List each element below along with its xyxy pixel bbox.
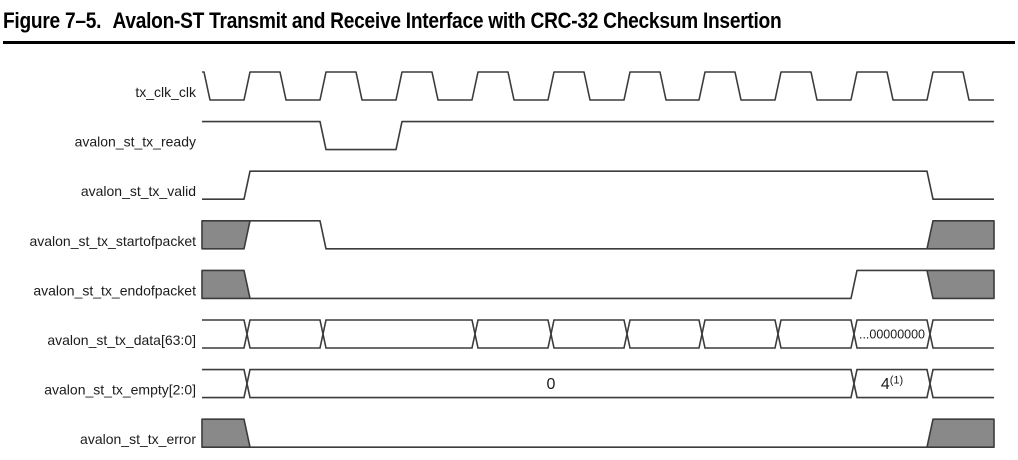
unknown-region (926, 418, 995, 449)
signal-row: avalon_st_tx_startofpacket (29, 220, 995, 250)
bus-value-label: 4(1) (881, 375, 903, 394)
title-rule (3, 41, 1015, 44)
unknown-region (201, 418, 251, 449)
bus-value-label: 0 (547, 376, 556, 393)
binary-waveform (202, 170, 994, 200)
unknown-region (201, 269, 251, 300)
signal-label: avalon_st_tx_endofpacket (33, 282, 196, 298)
figure-title-text: Avalon-ST Transmit and Receive Interface… (112, 8, 782, 33)
unknown-region (926, 269, 995, 300)
signal-label: avalon_st_tx_data[63:0] (47, 332, 196, 348)
signal-row: avalon_st_tx_empty[2:0] 0 4(1) (44, 368, 994, 399)
signal-row: avalon_st_tx_error (80, 418, 995, 449)
bus-waveform (202, 319, 994, 349)
signal-row: avalon_st_tx_endofpacket (33, 269, 995, 300)
signal-label: avalon_st_tx_startofpacket (29, 233, 196, 249)
signal-label: avalon_st_tx_error (80, 431, 196, 447)
signal-label: avalon_st_tx_empty[2:0] (44, 382, 196, 398)
unknown-region (201, 220, 251, 250)
bus-value-label: ...00000000 (859, 328, 925, 342)
signal-row: tx_clk_clk (135, 71, 994, 101)
binary-waveform (250, 220, 927, 250)
bus-waveform (202, 368, 994, 399)
signal-row: avalon_st_tx_ready (75, 120, 994, 151)
signal-row: avalon_st_tx_data[63:0] ...00000000 (47, 319, 994, 349)
figure-number: Figure 7–5. (3, 8, 102, 33)
binary-waveform (250, 269, 927, 300)
signal-label: tx_clk_clk (135, 84, 197, 100)
signal-label: avalon_st_tx_valid (81, 183, 196, 199)
signal-row: avalon_st_tx_valid (81, 170, 994, 200)
footnote-ref: (1) (890, 375, 903, 387)
binary-waveform (202, 120, 994, 151)
figure-title: Figure 7–5. Avalon-ST Transmit and Receiv… (3, 8, 782, 34)
unknown-region (926, 220, 995, 250)
signal-label: avalon_st_tx_ready (75, 134, 196, 150)
binary-waveform (202, 71, 994, 101)
bus-waveform (202, 368, 994, 399)
